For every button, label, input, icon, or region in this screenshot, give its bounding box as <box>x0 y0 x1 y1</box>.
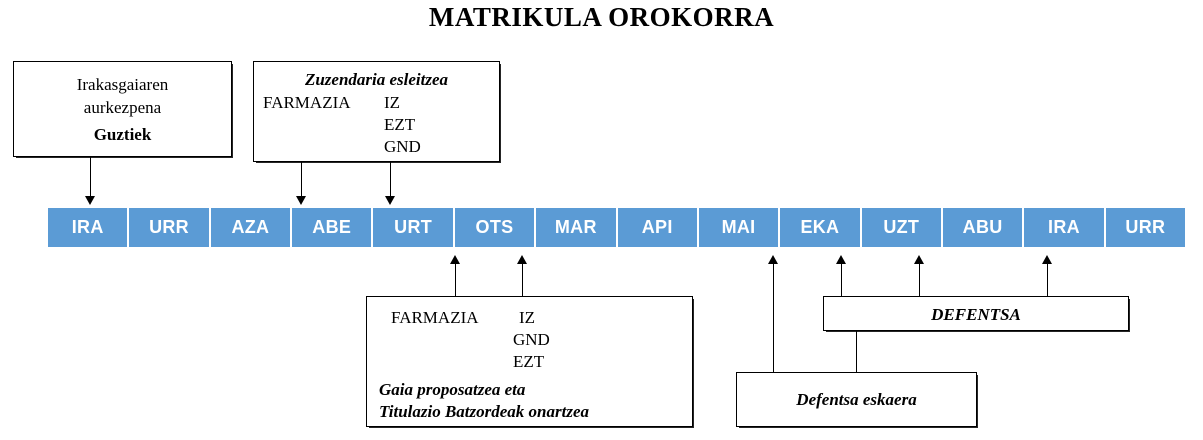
timeline-month-bar: IRA URR AZA ABE URT OTS MAR API MAI EKA … <box>48 208 1186 247</box>
arrowhead-intro-to-ira <box>85 196 95 205</box>
arrowhead-defentsa-to-eka <box>836 255 846 264</box>
proposal-italic-line-2: Titulazio Batzordeak onartzea <box>379 402 590 421</box>
arrowhead-defentsa-to-uzt <box>914 255 924 264</box>
arrowhead-eskaera-to-mai <box>768 255 778 264</box>
connector-defentsa-to-ira <box>1047 264 1048 296</box>
connector-defentsa-to-eka <box>841 264 842 296</box>
zuzendaria-header: Zuzendaria esleitzea <box>304 70 449 89</box>
box-irakasgaiaren-aurkezpena: Irakasgaiaren aurkezpena Guztiek <box>13 61 232 157</box>
proposal-left-label: FARMAZIA <box>391 308 479 327</box>
connector-zuzendaria-to-urt <box>390 162 391 199</box>
intro-line-3: Guztiek <box>93 125 152 144</box>
month-cell-10[interactable]: UZT <box>861 208 943 247</box>
page-title: MATRIKULA OROKORRA <box>428 2 775 32</box>
month-cell-2[interactable]: AZA <box>210 208 293 247</box>
proposal-italic-line-1: Gaia proposatzea eta <box>379 380 526 399</box>
box-defentsa-eskaera: Defentsa eskaera <box>736 372 977 427</box>
box-defentsa: DEFENTSA <box>823 296 1129 331</box>
connector-intro-to-ira <box>90 157 91 199</box>
box-farmazia-gaia-proposatzea: FARMAZIA IZ GND EZT Gaia proposatzea eta… <box>366 296 693 427</box>
month-cell-11[interactable]: ABU <box>942 208 1025 247</box>
month-cell-3[interactable]: ABE <box>292 208 374 247</box>
arrowhead-proposal-to-ots <box>517 255 527 264</box>
zuzendaria-item-3: GND <box>384 137 421 156</box>
connector-defentsa-to-uzt <box>919 264 920 296</box>
connector-eskaera-to-mai <box>773 264 774 372</box>
proposal-item-3: EZT <box>513 352 545 371</box>
arrowhead-proposal-to-urt <box>450 255 460 264</box>
proposal-item-1: IZ <box>519 308 536 327</box>
connector-proposal-to-ots <box>522 264 523 296</box>
month-cell-13[interactable]: URR <box>1105 208 1186 247</box>
month-cell-0[interactable]: IRA <box>48 208 130 247</box>
zuzendaria-left-label: FARMAZIA <box>263 93 351 112</box>
arrowhead-zuzendaria-to-abe <box>296 196 306 205</box>
connector-zuzendaria-to-abe <box>301 162 302 199</box>
month-cell-4[interactable]: URT <box>373 208 455 247</box>
month-cell-6[interactable]: MAR <box>536 208 618 247</box>
defentsa-eskaera-label: Defentsa eskaera <box>796 390 917 409</box>
month-cell-7[interactable]: API <box>617 208 699 247</box>
intro-line-1: Irakasgaiaren <box>76 75 169 94</box>
month-cell-12[interactable]: IRA <box>1024 208 1106 247</box>
month-cell-5[interactable]: OTS <box>454 208 537 247</box>
arrowhead-defentsa-to-ira <box>1042 255 1052 264</box>
month-cell-1[interactable]: URR <box>129 208 211 247</box>
intro-line-2: aurkezpena <box>83 98 162 117</box>
zuzendaria-item-1: IZ <box>384 93 401 112</box>
proposal-item-2: GND <box>513 330 550 349</box>
zuzendaria-item-2: EZT <box>384 115 416 134</box>
defentsa-label: DEFENTSA <box>931 305 1021 324</box>
connector-proposal-to-urt <box>455 264 456 296</box>
month-cell-8[interactable]: MAI <box>698 208 781 247</box>
month-cell-9[interactable]: EKA <box>780 208 862 247</box>
connector-eskaera-to-defentsa <box>856 331 857 372</box>
arrowhead-zuzendaria-to-urt <box>385 196 395 205</box>
box-zuzendaria-esleitzea: Zuzendaria esleitzea FARMAZIA IZ EZT GND <box>253 61 500 162</box>
